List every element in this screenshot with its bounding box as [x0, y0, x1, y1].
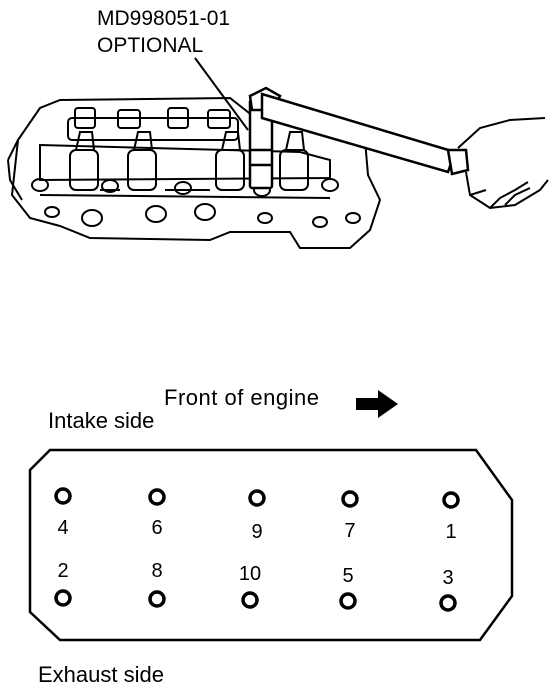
exhaust-side-label: Exhaust side	[38, 662, 164, 687]
bolt-number: 2	[57, 560, 68, 582]
bolt-number: 10	[239, 563, 261, 585]
bolt-number: 5	[342, 565, 353, 587]
camshaft-assembly	[39, 107, 331, 199]
head-bolt-bosses	[31, 178, 361, 228]
bolt-number: 8	[151, 560, 162, 582]
intake-side-label: Intake side	[48, 408, 155, 433]
tool-part-number: MD998051-01	[97, 7, 231, 30]
bolt-number: 7	[344, 520, 355, 542]
bolt-number: 4	[57, 517, 68, 539]
bolt-number: 1	[445, 521, 456, 543]
front-arrow-icon	[356, 390, 398, 418]
head-bolt-layout-outline	[28, 448, 514, 642]
torque-wrench	[248, 86, 470, 190]
bolt-number: 3	[442, 567, 453, 589]
bolt-number: 6	[151, 517, 162, 539]
head-outline	[10, 96, 382, 249]
front-of-engine-label: Front of engine	[164, 385, 320, 410]
hand-drawing	[457, 117, 549, 210]
leader-line	[194, 57, 249, 131]
bolt-holes	[54, 487, 460, 612]
bolt-number: 9	[251, 521, 262, 543]
tool-optional-note: OPTIONAL	[97, 34, 204, 57]
